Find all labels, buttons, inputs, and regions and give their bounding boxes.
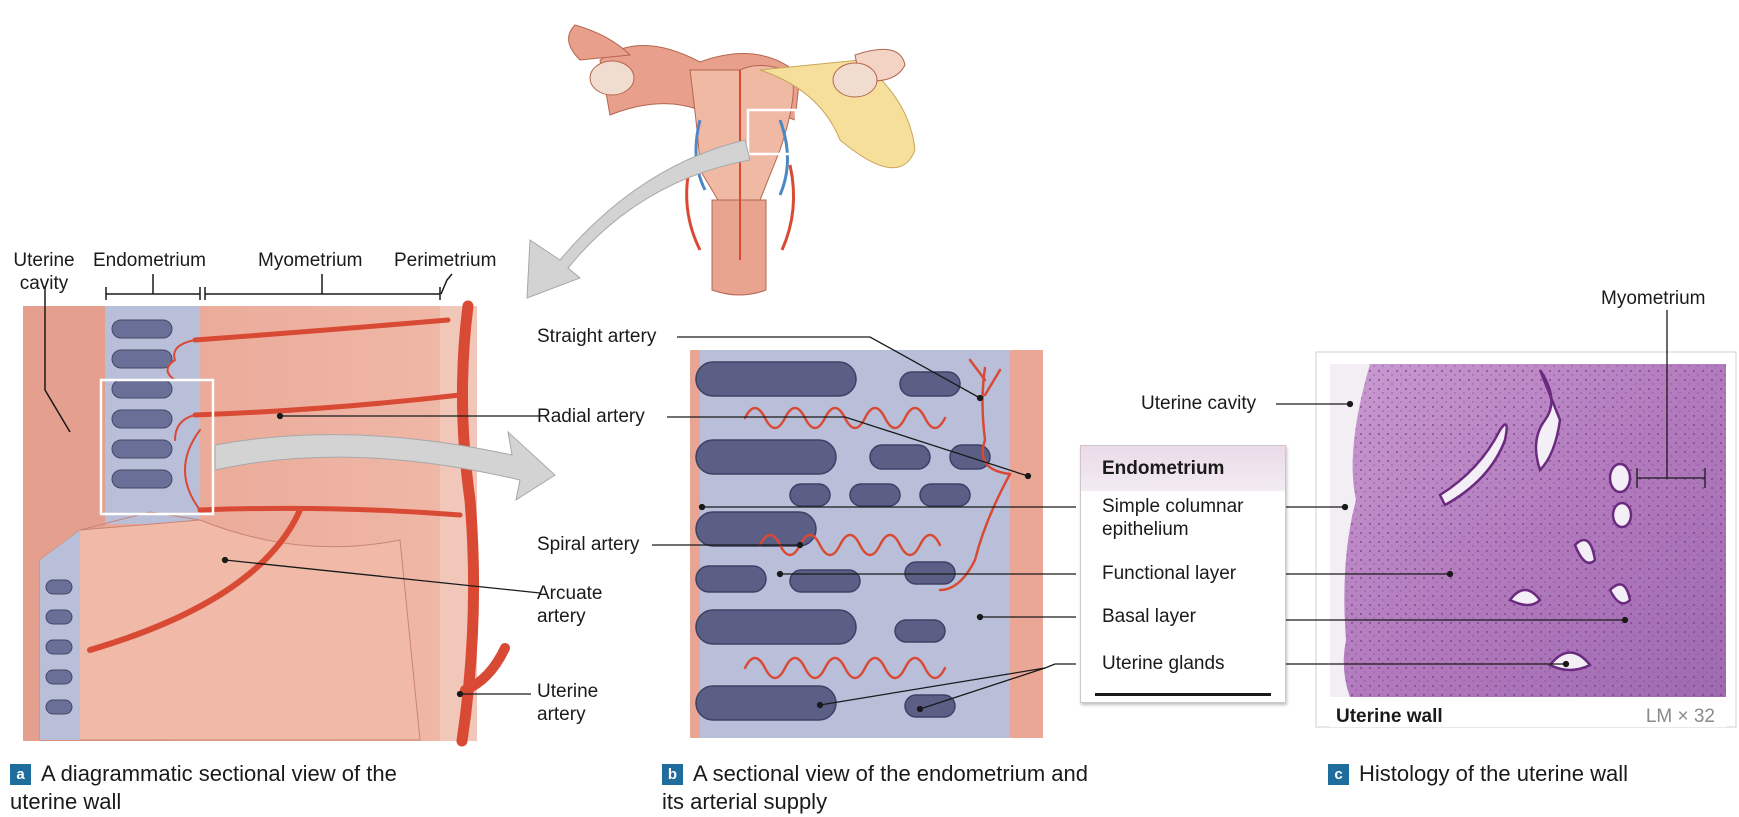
label-perimetrium: Perimetrium — [394, 249, 496, 272]
caption-b-text: A sectional view of the endometrium and … — [662, 761, 1088, 814]
label-radial-artery: Radial artery — [537, 405, 645, 428]
caption-a-text: A diagrammatic sectional view of the ute… — [10, 761, 397, 814]
label-functional-layer: Functional layer — [1102, 562, 1236, 585]
label-simple-columnar-epithelium: Simple columnar epithelium — [1102, 495, 1244, 541]
label-basal-layer: Basal layer — [1102, 605, 1196, 628]
panel-b-illustration — [690, 350, 1043, 738]
histology-footer-title: Uterine wall — [1336, 706, 1443, 728]
label-uterine-glands: Uterine glands — [1102, 652, 1225, 675]
caption-c-badge: c — [1328, 764, 1349, 785]
label-uterine-artery: Uterine artery — [537, 680, 598, 726]
key-title-endometrium: Endometrium — [1102, 458, 1224, 480]
caption-c-text: Histology of the uterine wall — [1359, 761, 1628, 786]
panel-a-illustration — [23, 306, 505, 741]
label-spiral-artery: Spiral artery — [537, 533, 639, 556]
label-endometrium-a: Endometrium — [93, 249, 206, 272]
label-myometrium-c: Myometrium — [1601, 287, 1706, 310]
panel-c-histology — [1316, 352, 1736, 727]
caption-a-badge: a — [10, 764, 31, 785]
label-arcuate-artery: Arcuate artery — [537, 582, 602, 628]
label-myometrium-a: Myometrium — [258, 249, 363, 272]
caption-b-badge: b — [662, 764, 683, 785]
label-uterine-cavity-c: Uterine cavity — [1141, 392, 1256, 415]
label-uterine-cavity: Uterine cavity — [6, 249, 82, 295]
label-straight-artery: Straight artery — [537, 325, 656, 348]
caption-c: c Histology of the uterine wall — [1328, 760, 1728, 788]
histology-magnification: LM × 32 — [1620, 706, 1715, 728]
